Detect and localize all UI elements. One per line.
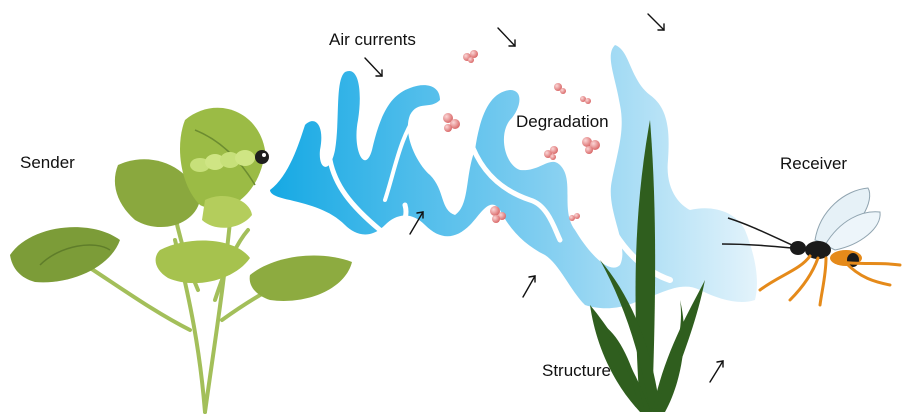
structure-label: Structure xyxy=(542,361,611,381)
molecule-icon xyxy=(582,137,600,154)
molecule-icon xyxy=(554,83,566,94)
arrow-icon xyxy=(365,58,382,76)
molecule-icon xyxy=(569,213,580,221)
degradation-label: Degradation xyxy=(516,112,609,132)
air-currents-label: Air currents xyxy=(329,30,416,50)
arrow-icon xyxy=(648,14,664,30)
molecule-icon xyxy=(463,50,478,63)
molecule-icon xyxy=(544,146,558,160)
arrow-icon xyxy=(523,276,535,297)
sender-label: Sender xyxy=(20,153,75,173)
molecule-icon xyxy=(580,96,591,104)
arrow-icon xyxy=(710,361,723,382)
molecule-icon xyxy=(443,113,460,132)
receiver-label: Receiver xyxy=(780,154,847,174)
arrow-icon xyxy=(498,28,515,46)
